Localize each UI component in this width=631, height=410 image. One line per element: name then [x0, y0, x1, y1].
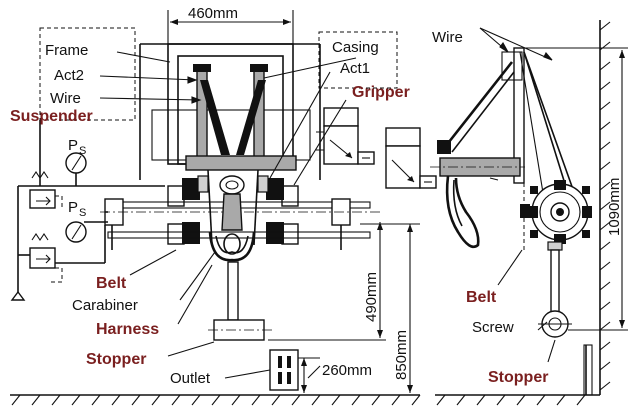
side-belt — [520, 176, 530, 250]
label-ps-top: P — [68, 137, 78, 154]
valve-upper — [316, 107, 375, 165]
side-frame — [430, 47, 525, 184]
label-wire-left: Wire — [50, 90, 81, 107]
label-gripper: Gripper — [352, 84, 410, 101]
leader-lines-left — [99, 51, 357, 379]
suspender-outline — [39, 27, 136, 121]
casing-outline — [318, 31, 398, 89]
label-wire-right: Wire — [432, 29, 463, 46]
harness — [208, 175, 256, 262]
dim-460 — [167, 10, 294, 44]
label-stopper-right: Stopper — [488, 369, 548, 386]
label-harness: Harness — [96, 321, 159, 338]
label-stopper-left: Stopper — [86, 351, 146, 368]
dim-1090 — [524, 47, 628, 331]
dim-490-850 — [268, 222, 420, 393]
side-harness — [445, 175, 480, 249]
dim-460-text: 460mm — [188, 5, 238, 22]
gripper-right — [253, 169, 299, 246]
label-ps-bottom: P — [68, 199, 78, 216]
label-frame: Frame — [45, 42, 88, 59]
dim-260-text: 260mm — [322, 362, 372, 379]
side-pole — [538, 241, 593, 396]
left-wires — [200, 80, 266, 155]
label-outlet: Outlet — [170, 370, 211, 387]
label-carabiner: Carabiner — [72, 297, 138, 314]
leader-lines-right — [479, 27, 556, 363]
label-ps-top-sub: S — [79, 145, 86, 157]
pneumatic-circuit — [10, 120, 165, 301]
label-act1: Act1 — [340, 60, 370, 77]
label-belt-right: Belt — [466, 289, 497, 306]
ground-right — [435, 20, 611, 406]
label-screw: Screw — [472, 319, 514, 336]
label-casing: Casing — [332, 39, 379, 56]
label-ps-bottom-sub: S — [79, 207, 86, 219]
frame — [139, 43, 321, 180]
side-wires — [519, 51, 576, 206]
central-pole — [208, 261, 272, 341]
dim-490-text: 490mm — [363, 272, 380, 322]
side-gripper — [528, 180, 592, 244]
valve-lower — [385, 127, 437, 189]
gripper-plate — [185, 155, 297, 171]
dim-1090-text: 1090mm — [606, 178, 623, 236]
outlet — [269, 349, 321, 393]
ground-left — [10, 394, 421, 406]
dim-850-text: 850mm — [393, 330, 410, 380]
label-suspender: Suspender — [10, 108, 93, 125]
label-act2: Act2 — [54, 67, 84, 84]
label-belt-left: Belt — [96, 275, 127, 292]
